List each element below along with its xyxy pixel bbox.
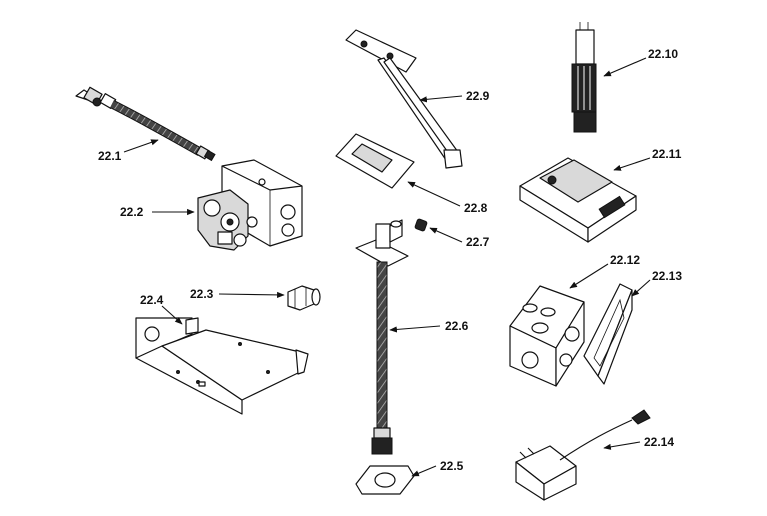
callout-22-11: 22.11 <box>652 147 682 161</box>
leader-22-11 <box>613 157 651 171</box>
gas-valve-part <box>197 159 303 251</box>
callout-22-2: 22.2 <box>120 205 144 219</box>
cover-plate-part <box>335 133 415 189</box>
callout-22-14: 22.14 <box>644 435 674 449</box>
leader-22-12 <box>569 263 609 289</box>
callout-22-10: 22.10 <box>648 47 678 61</box>
box-cover-part <box>583 283 633 385</box>
leader-22-5 <box>411 465 437 477</box>
callout-22-3: 22.3 <box>190 287 214 301</box>
leader-22-14 <box>603 441 641 450</box>
leader-22-1 <box>123 139 159 153</box>
pilot-bracket-part <box>345 29 463 169</box>
control-module-part <box>519 157 637 243</box>
callout-22-1: 22.1 <box>98 149 122 163</box>
fitting-part <box>287 285 321 311</box>
mounting-bracket-part <box>135 317 309 415</box>
pilot-tube-part <box>355 219 409 455</box>
leader-22-3 <box>218 291 285 298</box>
nut-part <box>414 218 428 232</box>
callout-22-8: 22.8 <box>464 201 488 215</box>
junction-box-part <box>509 285 585 387</box>
gasket-part <box>355 465 415 495</box>
leader-lines <box>123 57 651 477</box>
callout-22-4: 22.4 <box>140 293 164 307</box>
callout-22-6: 22.6 <box>445 319 469 333</box>
callout-22-12: 22.12 <box>610 253 640 267</box>
callout-22-13: 22.13 <box>652 269 682 283</box>
callout-22-5: 22.5 <box>440 459 464 473</box>
gas-hose-part <box>75 86 216 162</box>
callout-22-7: 22.7 <box>466 235 490 249</box>
leader-22-7 <box>429 227 463 243</box>
leader-22-9 <box>419 95 463 103</box>
leader-22-10 <box>603 57 647 77</box>
connector-part <box>571 22 597 133</box>
leader-22-6 <box>389 325 441 333</box>
leader-22-13 <box>631 279 651 297</box>
callout-22-9: 22.9 <box>466 89 490 103</box>
power-adapter-part <box>515 409 651 501</box>
leader-22-4 <box>161 305 183 325</box>
leader-22-8 <box>407 181 461 207</box>
callout-labels: 22.1 22.2 22.3 22.4 22.5 22.6 22.7 22.8 … <box>98 47 682 473</box>
